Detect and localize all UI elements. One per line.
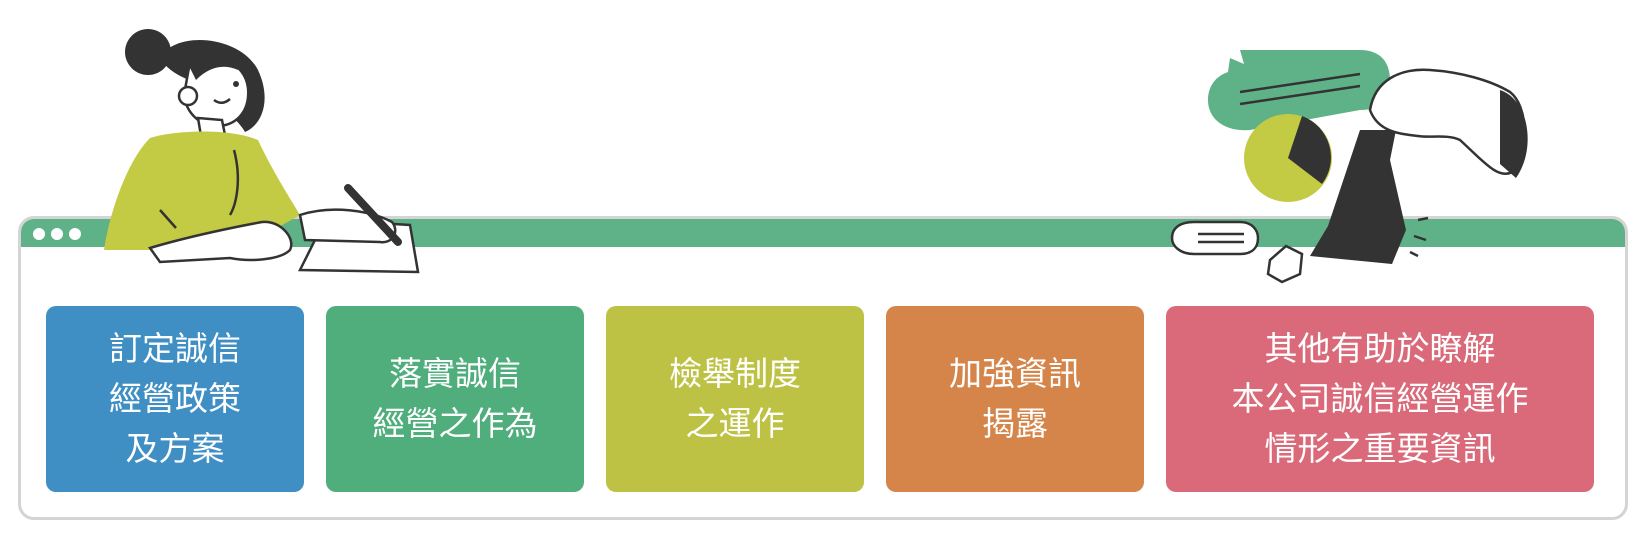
card-label-line: 及方案 (125, 429, 225, 468)
card-label-line: 訂定誠信 (109, 329, 241, 368)
hair-bun-icon (125, 29, 171, 75)
card-label-line: 檢舉制度 (669, 354, 801, 393)
cube-icon (1266, 244, 1304, 284)
card-label-line: 落實誠信 (389, 354, 521, 393)
window-dot-icon (69, 228, 81, 240)
card-label-line: 情形之重要資訊 (1264, 429, 1496, 468)
small-speech-bubble-icon (1170, 220, 1260, 256)
window-dot-icon (51, 228, 63, 240)
card-label-line: 本公司誠信經營運作 (1231, 379, 1529, 418)
card-label-line: 其他有助於瞭解 (1264, 329, 1496, 368)
card-information-disclosure: 加強資訊 揭露 (886, 306, 1144, 492)
card-label-line: 經營政策 (109, 379, 241, 418)
card-label-line: 揭露 (982, 404, 1048, 443)
card-integrity-policy: 訂定誠信 經營政策 及方案 (46, 306, 304, 492)
card-other-important-information: 其他有助於瞭解 本公司誠信經營運作 情形之重要資訊 (1166, 306, 1594, 492)
window-dot-icon (33, 228, 45, 240)
pen-icon (344, 184, 402, 246)
woman-writing-illustration (104, 29, 420, 274)
card-label-line: 經營之作為 (372, 404, 538, 443)
speech-bubble-icon (1208, 50, 1390, 131)
card-integrity-implementation: 落實誠信 經營之作為 (326, 306, 584, 492)
hand-moving-chess-piece-illustration (1170, 50, 1528, 284)
card-whistleblower-system: 檢舉制度 之運作 (606, 306, 864, 492)
card-label-line: 加強資訊 (949, 354, 1081, 393)
card-label-line: 之運作 (685, 404, 785, 443)
chess-piece-icon (1310, 130, 1406, 264)
